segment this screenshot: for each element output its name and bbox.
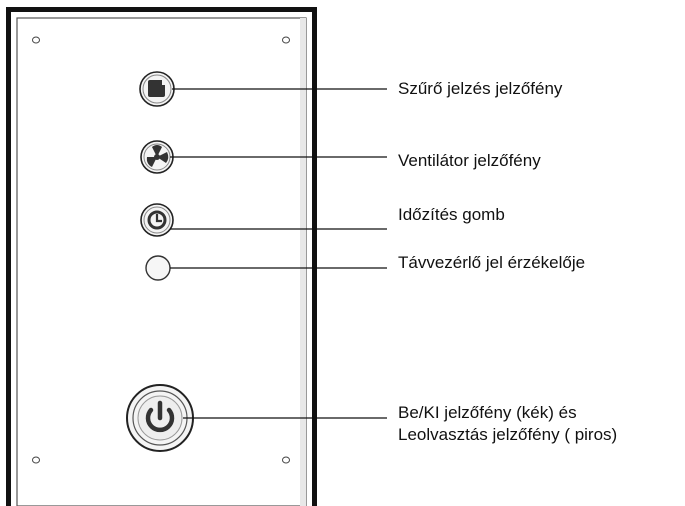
clock-icon: [147, 210, 167, 230]
filter-indicator-light: [139, 71, 175, 107]
screw-hole-bottom-left: [32, 456, 40, 464]
filter-icon: [148, 80, 165, 97]
label-remote-sensor: Távvezérlő jel érzékelője: [398, 253, 586, 272]
screw-hole-top-right: [282, 36, 290, 44]
screw-holes: [32, 36, 290, 464]
screw-hole-bottom-right: [282, 456, 290, 464]
label-power-indicator-line2: Leolvasztás jelzőfény ( piros): [398, 425, 618, 444]
label-timer-button: Időzítés gomb: [398, 205, 505, 224]
fan-icon: [146, 145, 169, 167]
power-indicator[interactable]: [126, 384, 194, 452]
remote-sensor: [145, 255, 171, 281]
leader-lines: [170, 88, 387, 419]
label-fan-indicator: Ventilátor jelzőfény: [398, 151, 541, 170]
power-icon: [145, 400, 175, 433]
screw-hole-top-left: [32, 36, 40, 44]
fan-indicator-light: [140, 140, 174, 174]
timer-button[interactable]: [140, 203, 174, 237]
label-filter-indicator: Szűrő jelzés jelzőfény: [398, 79, 563, 98]
label-power-indicator-line1: Be/KI jelzőfény (kék) és: [398, 403, 577, 422]
